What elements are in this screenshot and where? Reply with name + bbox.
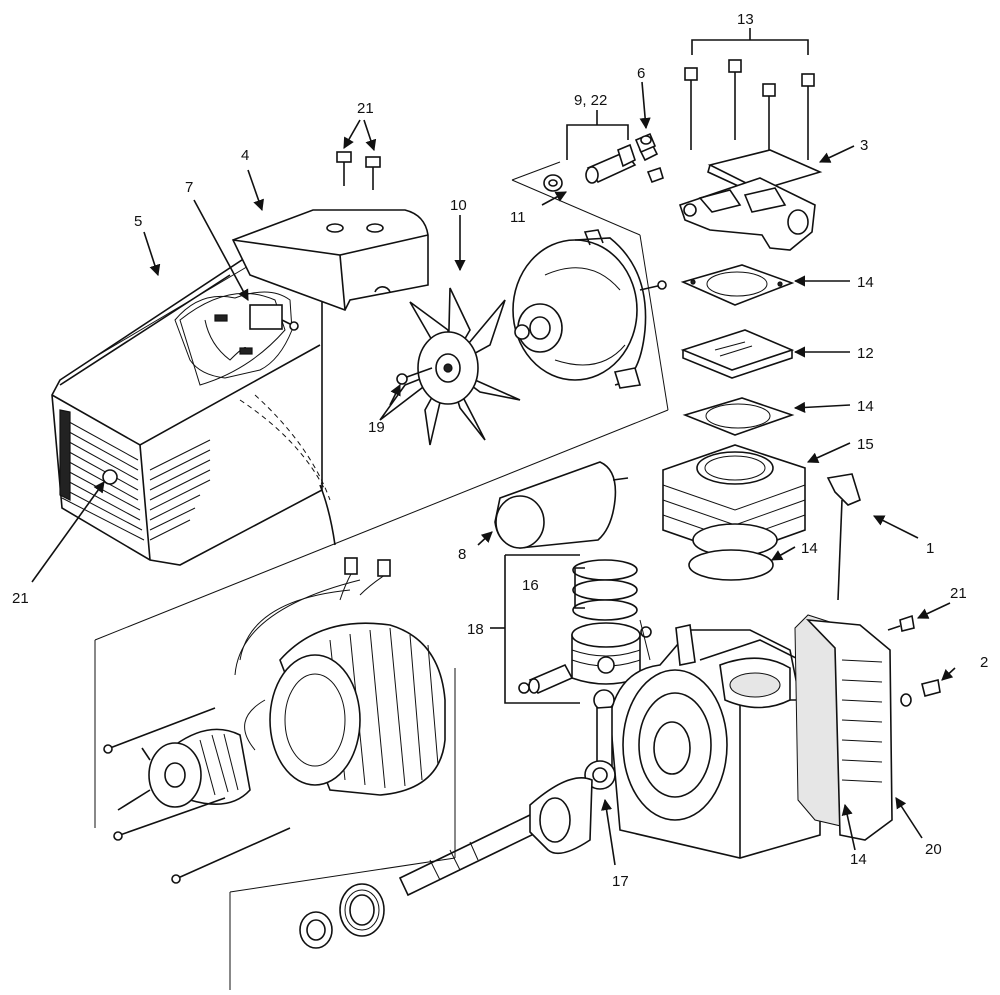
oil-seal: [299, 911, 333, 949]
callout-21-right: 21: [950, 585, 967, 602]
gasket-14-middle: [682, 397, 795, 436]
piston-rings-16: [572, 559, 638, 621]
callout-14-b: 14: [857, 398, 874, 415]
retainer: [518, 682, 530, 694]
callout-3: 3: [860, 137, 868, 154]
stator: [234, 579, 446, 796]
bearing: [339, 883, 385, 937]
crankshaft: [398, 776, 593, 897]
gasket-14-ring: [688, 549, 774, 581]
through-bolts: [103, 707, 291, 884]
callout-18: 18: [467, 621, 484, 638]
wrist-pin: [528, 663, 574, 695]
callout-16: 16: [522, 577, 539, 594]
callout-9-22: 9, 22: [574, 92, 607, 109]
fittings-9-22: [543, 142, 664, 192]
screw-2: [900, 679, 941, 707]
bracket-11: [94, 161, 669, 641]
fitting-6: [634, 132, 657, 154]
callout-21-top: 21: [357, 100, 374, 117]
fan-10: [379, 287, 521, 446]
motor-cover-4: [231, 209, 429, 311]
piston-assembly-18: [504, 554, 580, 704]
callout-1: 1: [926, 540, 934, 557]
callout-14-d: 14: [850, 851, 867, 868]
rotor: [117, 728, 251, 811]
cylinder-15: [662, 444, 806, 557]
callout-12: 12: [857, 345, 874, 362]
callout-14-a: 14: [857, 274, 874, 291]
callout-4: 4: [241, 147, 249, 164]
callout-10: 10: [450, 197, 467, 214]
breather-1: [826, 473, 861, 601]
motor-bracket: [94, 640, 456, 990]
screws-21-top: [336, 151, 381, 190]
side-cover-20: [805, 618, 893, 841]
head-3: [678, 149, 823, 251]
callout-8: 8: [458, 546, 466, 563]
screw-21-right: [887, 614, 915, 632]
valve-plate-12: [680, 329, 795, 379]
callout-20: 20: [925, 841, 942, 858]
stator-leads: [339, 557, 391, 601]
terminal-block-7: [174, 291, 299, 379]
shroud-5: [51, 253, 336, 566]
callout-14-c: 14: [801, 540, 818, 557]
callout-2: 2: [980, 654, 988, 671]
callout-19: 19: [368, 419, 385, 436]
piston: [571, 622, 641, 685]
callout-6: 6: [637, 65, 645, 82]
leaders: [31, 28, 956, 866]
crankcase: [609, 619, 821, 859]
connecting-rod-17: [584, 689, 616, 790]
callout-7: 7: [185, 179, 193, 196]
callout-5: 5: [134, 213, 142, 230]
callout-labels: 13 3 6 9, 22 21 4 7 5 10 11 14 12 14 19 …: [12, 11, 988, 890]
motor-end-bell-11: [512, 229, 667, 389]
gasket-14-upper: [680, 264, 795, 306]
callout-15: 15: [857, 436, 874, 453]
fan-screw-19: [396, 367, 433, 385]
callout-21-left: 21: [12, 590, 29, 607]
callout-17: 17: [612, 873, 629, 890]
callout-13: 13: [737, 11, 754, 28]
callout-11: 11: [510, 209, 526, 226]
capacitor-8: [494, 461, 629, 549]
head-bolts-13: [684, 59, 815, 172]
